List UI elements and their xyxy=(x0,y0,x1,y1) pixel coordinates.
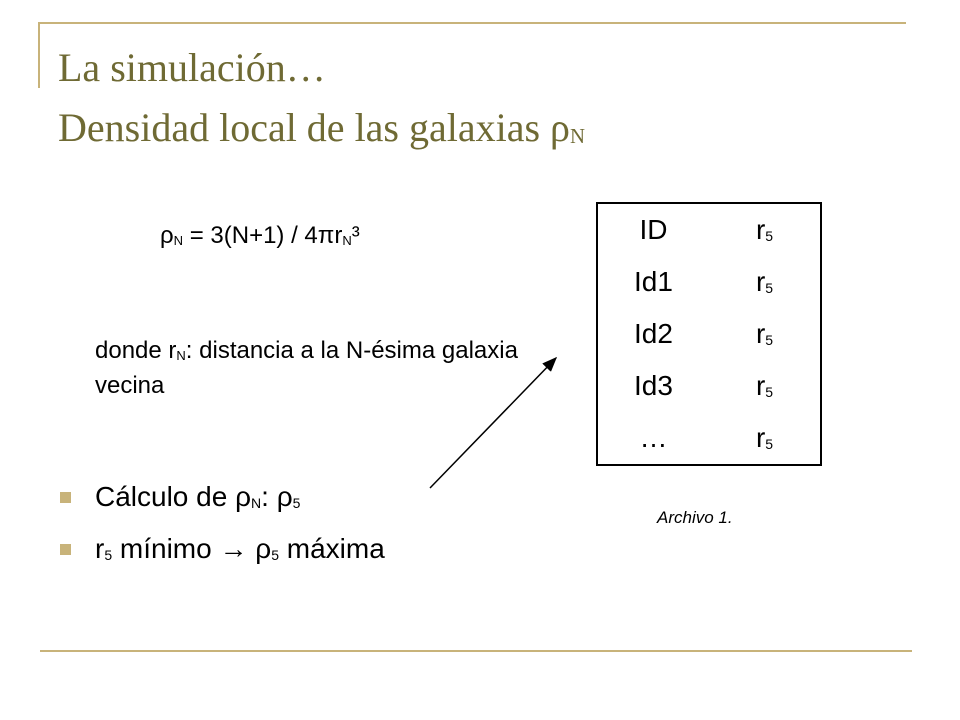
bullet-text-part: mínimo → ρ xyxy=(112,533,272,564)
bullet-subscript: 5 xyxy=(104,547,113,563)
table-cell-id: Id2 xyxy=(634,318,673,349)
table-row: Id2 r5 xyxy=(597,308,821,360)
bullet-text-part: : ρ xyxy=(261,481,293,512)
bullet-text-part: Cálculo de ρ xyxy=(95,481,252,512)
formula-exponent: ³ xyxy=(351,222,360,249)
decorative-top-line xyxy=(38,22,906,24)
definition-text: donde rN: distancia a la N-ésima galaxia… xyxy=(95,336,535,401)
table-cell-id: … xyxy=(639,422,668,453)
table-cell-r: r5 xyxy=(709,360,821,412)
title-subscript: N xyxy=(570,125,586,149)
definition-suffix: : distancia a la N-ésima galaxia vecina xyxy=(95,337,518,399)
cell-r-subscript: 5 xyxy=(765,280,774,296)
formula-rho: ρ xyxy=(160,222,174,249)
definition-prefix: donde r xyxy=(95,337,177,364)
table-cell-id: Id1 xyxy=(634,266,673,297)
table-row: … r5 xyxy=(597,412,821,465)
table-row: Id3 r5 xyxy=(597,360,821,412)
decorative-left-line xyxy=(38,22,40,88)
slide-title-line-1: La simulación… xyxy=(58,44,326,92)
title-line-2-text: Densidad local de las galaxias ρ xyxy=(58,105,571,150)
formula-rho-subscript: N xyxy=(173,233,184,248)
cell-r-subscript: 5 xyxy=(765,332,774,348)
cell-r-subscript: 5 xyxy=(765,228,774,244)
formula-body: = 3(N+1) / 4πr xyxy=(183,222,343,249)
formula-r-subscript: N xyxy=(342,233,352,248)
bullet-subscript: N xyxy=(251,495,262,511)
cell-r-subscript: 5 xyxy=(765,384,774,400)
density-formula: ρN = 3(N+1) / 4πrN³ xyxy=(160,222,360,250)
table-cell-id: ID xyxy=(639,214,668,245)
decorative-bottom-line xyxy=(40,650,912,652)
cell-r-subscript: 5 xyxy=(765,436,774,452)
bullet-text-part: r xyxy=(95,533,105,564)
table-cell-r: r5 xyxy=(709,203,821,256)
table-cell-r: r5 xyxy=(709,256,821,308)
bullet-text: Cálculo de ρN: ρ5 xyxy=(95,480,300,520)
bullet-square-icon xyxy=(60,544,71,555)
table-cell-r: r5 xyxy=(709,412,821,465)
table-row: ID r5 xyxy=(597,203,821,256)
slide-title-line-2: Densidad local de las galaxias ρN xyxy=(58,104,585,161)
table-row: Id1 r5 xyxy=(597,256,821,308)
cell-r-text: r xyxy=(755,266,766,297)
bullet-square-icon xyxy=(60,492,71,503)
cell-r-text: r xyxy=(755,214,766,245)
title-line-1-text: La simulación… xyxy=(58,45,326,90)
cell-r-text: r xyxy=(755,422,766,453)
bullet-subscript: 5 xyxy=(271,547,279,563)
table-cell-r: r5 xyxy=(709,308,821,360)
definition-subscript: N xyxy=(176,348,186,363)
table-cell-id: Id3 xyxy=(634,370,673,401)
table-caption: Archivo 1. xyxy=(657,508,733,527)
bullet-text-part: máxima xyxy=(278,533,385,564)
bullet-text: r5 mínimo → ρ5 máxima xyxy=(95,532,385,572)
cell-r-text: r xyxy=(755,318,766,349)
bullet-subscript: 5 xyxy=(292,495,301,511)
cell-r-text: r xyxy=(755,370,766,401)
